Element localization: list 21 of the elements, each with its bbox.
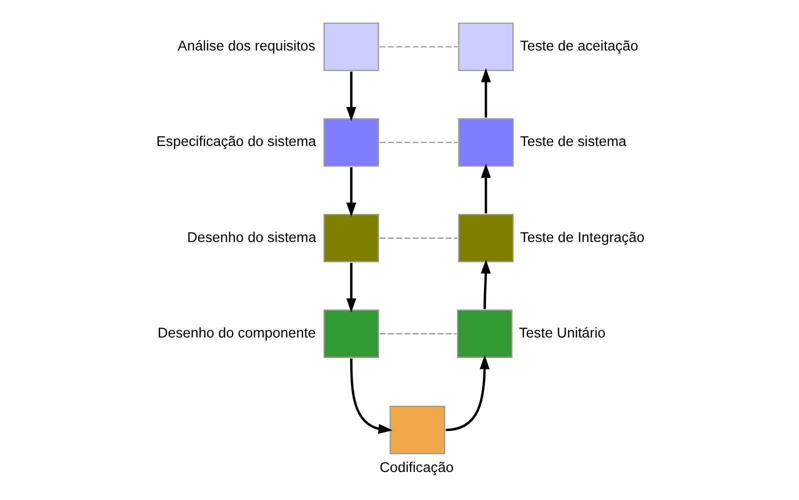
node-label: Especificação do sistema (156, 134, 316, 150)
node-label: Análise dos requisitos (177, 38, 315, 54)
node-label: Teste Unitário (518, 324, 606, 341)
connector (379, 46, 458, 47)
arrow (480, 68, 490, 118)
arrow (346, 166, 356, 216)
arrow (480, 163, 490, 213)
node-label: Teste de sistema (520, 134, 626, 150)
connector (379, 141, 458, 143)
connector (379, 237, 458, 238)
arrow (346, 71, 356, 121)
node-label: Teste de aceitação (520, 38, 638, 54)
arrow (350, 358, 392, 434)
connector (379, 332, 456, 334)
node-label: Desenho do sistema (186, 229, 316, 246)
arrow (346, 262, 356, 312)
arrow (480, 258, 490, 308)
node-label: Teste de Integração (520, 229, 644, 246)
node-label: Desenho do componente (157, 324, 316, 341)
arrow (445, 354, 490, 431)
node-label: Codificação (379, 460, 454, 476)
